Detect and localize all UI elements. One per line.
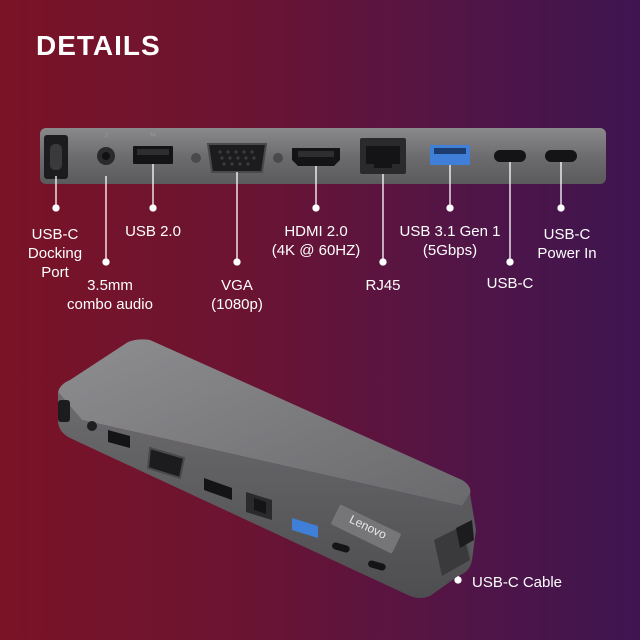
label-rj45: RJ45 bbox=[365, 277, 401, 294]
label-usb31: USB 3.1 Gen 1(5Gbps) bbox=[399, 223, 501, 259]
svg-text:⇆: ⇆ bbox=[150, 132, 156, 139]
label-usb2: USB 2.0 bbox=[125, 223, 181, 240]
page-title: DETAILS bbox=[36, 30, 161, 61]
dock-port-strip: ♪ ⇆ bbox=[40, 128, 606, 184]
usbc-power-port-icon bbox=[545, 150, 577, 162]
label-usbc: USB-C bbox=[486, 275, 534, 292]
label-usbc-cable: USB-C Cable bbox=[472, 574, 563, 591]
usbc-port-icon bbox=[494, 150, 526, 162]
front-vga-icon bbox=[146, 446, 186, 480]
label-vga: VGA(1080p) bbox=[211, 277, 263, 313]
svg-text:♪: ♪ bbox=[104, 130, 108, 139]
dock-front-face bbox=[58, 392, 472, 598]
label-hdmi: HDMI 2.0(4K @ 60HZ) bbox=[271, 223, 361, 259]
dock-top-face bbox=[58, 339, 471, 506]
